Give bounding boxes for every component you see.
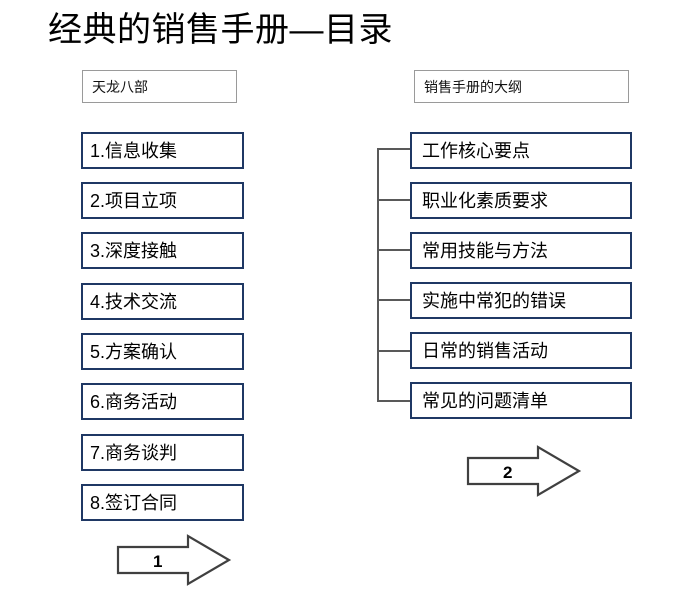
right-item-3[interactable]: 常用技能与方法 <box>410 232 632 269</box>
bracket-stub-6 <box>377 400 410 402</box>
right-column-header-box[interactable]: 销售手册的大纲 <box>414 70 629 103</box>
left-item-6[interactable]: 6.商务活动 <box>81 383 244 420</box>
left-item-1[interactable]: 1.信息收集 <box>81 132 244 169</box>
right-item-5-label: 日常的销售活动 <box>422 340 548 361</box>
left-item-4[interactable]: 4.技术交流 <box>81 283 244 320</box>
right-item-6-label: 常见的问题清单 <box>422 390 548 411</box>
bracket-spine <box>377 148 379 402</box>
left-item-7[interactable]: 7.商务谈判 <box>81 434 244 471</box>
left-item-1-label: 1.信息收集 <box>90 140 178 161</box>
right-item-1-label: 工作核心要点 <box>422 140 530 161</box>
left-item-3[interactable]: 3.深度接触 <box>81 232 244 269</box>
right-arrow-icon <box>466 445 582 497</box>
right-item-2-label: 职业化素质要求 <box>422 190 548 211</box>
right-block-arrow[interactable]: 2 <box>466 444 582 498</box>
left-item-7-label: 7.商务谈判 <box>90 442 178 463</box>
right-item-4[interactable]: 实施中常犯的错误 <box>410 282 632 319</box>
bracket-stub-2 <box>377 199 410 201</box>
bracket-stub-5 <box>377 350 410 352</box>
right-item-5[interactable]: 日常的销售活动 <box>410 332 632 369</box>
left-item-6-label: 6.商务活动 <box>90 391 178 412</box>
left-column-header-label: 天龙八部 <box>92 78 148 95</box>
right-item-1[interactable]: 工作核心要点 <box>410 132 632 169</box>
bracket-stub-1 <box>377 148 410 150</box>
bracket-stub-4 <box>377 299 410 301</box>
left-item-5[interactable]: 5.方案确认 <box>81 333 244 370</box>
right-item-3-label: 常用技能与方法 <box>422 240 548 261</box>
right-item-6[interactable]: 常见的问题清单 <box>410 382 632 419</box>
right-arrow-number: 2 <box>503 463 513 482</box>
left-item-4-label: 4.技术交流 <box>90 291 178 312</box>
left-block-arrow[interactable]: 1 <box>116 533 232 587</box>
left-arrow-number: 1 <box>153 552 163 571</box>
left-item-8[interactable]: 8.签订合同 <box>81 484 244 521</box>
right-column-header-label: 销售手册的大纲 <box>424 78 522 95</box>
left-item-3-label: 3.深度接触 <box>90 240 178 261</box>
page-title: 经典的销售手册—目录 <box>48 11 393 49</box>
left-item-2[interactable]: 2.项目立项 <box>81 182 244 219</box>
right-arrow-icon <box>116 534 232 586</box>
left-item-5-label: 5.方案确认 <box>90 341 178 362</box>
right-item-2[interactable]: 职业化素质要求 <box>410 182 632 219</box>
left-item-8-label: 8.签订合同 <box>90 492 178 513</box>
bracket-stub-3 <box>377 249 410 251</box>
right-item-4-label: 实施中常犯的错误 <box>422 290 566 311</box>
left-column-header-box[interactable]: 天龙八部 <box>82 70 237 103</box>
left-item-2-label: 2.项目立项 <box>90 190 178 211</box>
